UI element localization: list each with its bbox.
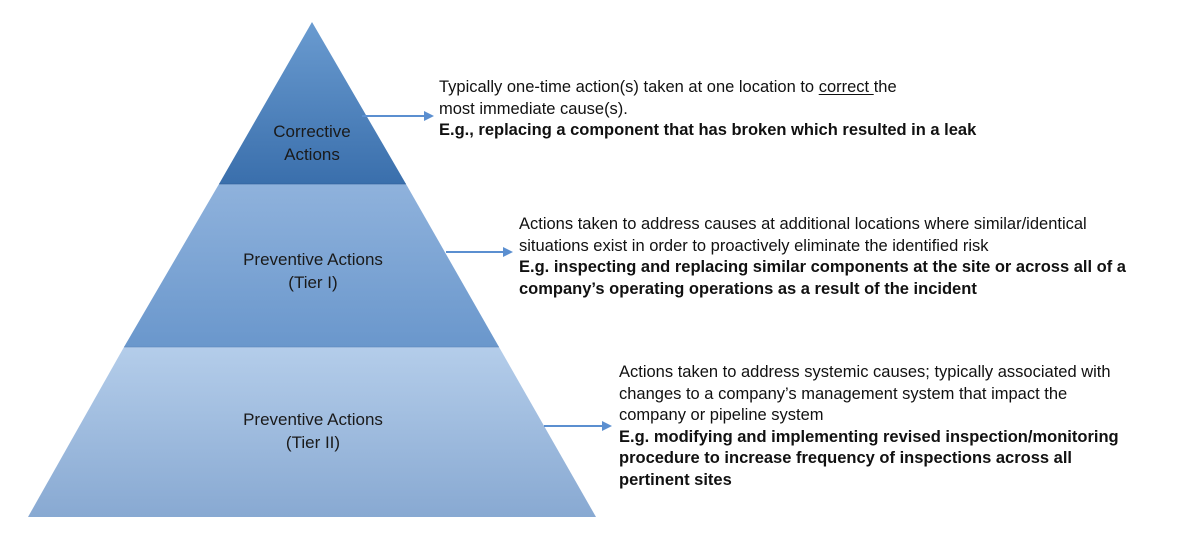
example-line: E.g. inspecting and replacing similar co… [519,258,1126,276]
example-line: E.g., replacing a component that has bro… [439,121,977,139]
description-line: situations exist in order to proactively… [519,236,989,255]
description-preventive-2: Actions taken to address systemic causes… [619,362,1119,491]
description-line: company or pipeline system [619,406,824,424]
example-line: company’s operating operations as a resu… [519,279,977,298]
description-preventive-1: Actions taken to address causes at addit… [519,214,1126,300]
emphasis-correct: correct [818,78,874,96]
example-line: pertinent sites [619,470,732,489]
tier-label-preventive-2: Preventive Actions (Tier II) [243,410,383,452]
pyramid-tier-corrective [219,22,406,184]
description-corrective: Typically one-time action(s) taken at on… [439,77,976,142]
example-line: E.g. modifying and implementing revised … [619,427,1119,446]
pyramid-tier-preventive-1 [124,184,499,347]
description-line: Typically one-time action(s) taken at on… [439,78,897,96]
description-line: Actions taken to address systemic causes… [619,363,1111,381]
tier-label-preventive-1: Preventive Actions (Tier I) [243,250,383,292]
pyramid-tier-preventive-2 [28,347,596,517]
description-line: most immediate cause(s). [439,99,628,118]
description-line: Actions taken to address causes at addit… [519,215,1087,233]
example-line: procedure to increase frequency of inspe… [619,449,1072,467]
tier-label-corrective: Corrective Actions [273,122,351,164]
description-line: changes to a company’s management system… [619,384,1068,403]
